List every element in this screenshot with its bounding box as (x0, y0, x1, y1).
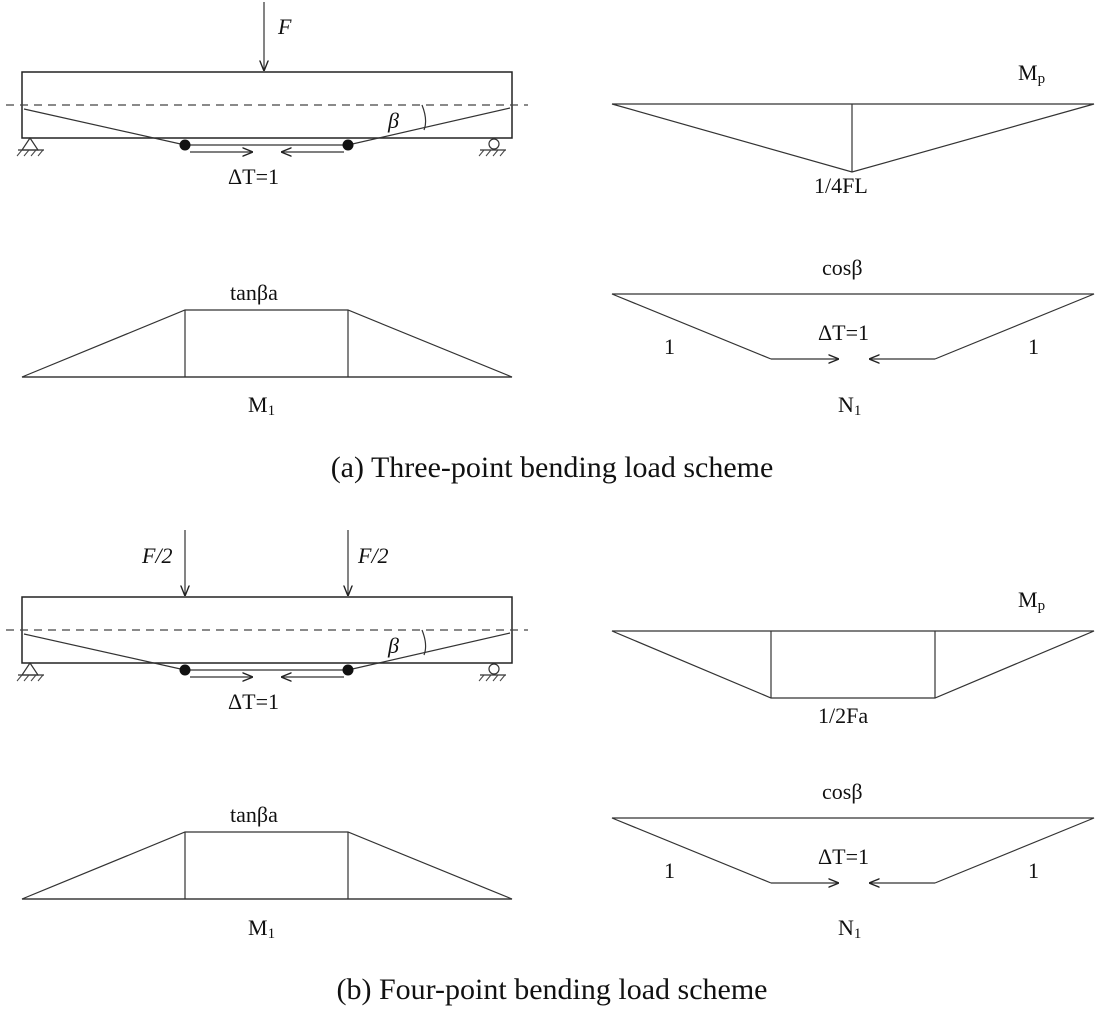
beam-b-angle-arc (421, 629, 427, 656)
m1-diagram-b-title: M1 (248, 915, 275, 942)
mp-diagram-b: Mp 1/2Fa (611, 587, 1095, 728)
m1-diagram-a-shape (21, 309, 513, 378)
panel-a: F β ΔT=1 Mp 1/4FL tanβa M1 cosβ 1 1 (6, 2, 1095, 484)
beam-b-anchor-left (179, 664, 191, 676)
m1-diagram-b: tanβa M1 (21, 802, 513, 942)
n1-diagram-a-right-label: 1 (1028, 334, 1039, 359)
beam-b: F/2 F/2 β ΔT=1 (6, 530, 528, 714)
mp-diagram-a-value: 1/4FL (814, 173, 868, 198)
mp-diagram-a-shape (611, 103, 1095, 173)
n1-diagram-b-title: N1 (838, 915, 861, 942)
mp-diagram-b-title: Mp (1018, 587, 1045, 614)
caption-b: (b) Four-point bending load scheme (337, 973, 768, 1006)
n1-diagram-b: cosβ 1 1 ΔT=1 N1 (611, 779, 1095, 942)
beam-a-angle-label: β (387, 108, 399, 133)
n1-diagram-a-top-label: cosβ (822, 255, 863, 280)
n1-diagram-b-right-label: 1 (1028, 858, 1039, 883)
n1-diagram-a-force-label: ΔT=1 (818, 320, 869, 345)
beam-a-roller-support (478, 138, 506, 157)
beam-a-pin-support (16, 136, 44, 157)
beam-b-angle-label: β (387, 633, 399, 658)
n1-diagram-b-shape (611, 817, 1095, 884)
n1-diagram-b-top-label: cosβ (822, 779, 863, 804)
m1-diagram-a-top-label: tanβa (230, 280, 278, 305)
m1-diagram-b-top-label: tanβa (230, 802, 278, 827)
panel-b: F/2 F/2 β ΔT=1 Mp 1/2Fa tanβa M1 c (6, 530, 1095, 1006)
m1-diagram-a: tanβa M1 (21, 280, 513, 419)
beam-b-roller-support (478, 663, 506, 682)
mp-diagram-a-title: Mp (1018, 60, 1045, 87)
beam-a-tendon (23, 107, 511, 146)
beam-b-load-left-label: F/2 (141, 543, 173, 568)
mp-diagram-a: Mp 1/4FL (611, 60, 1095, 198)
n1-diagram-b-left-label: 1 (664, 858, 675, 883)
mp-diagram-b-shape (611, 630, 1095, 699)
n1-diagram-a-left-label: 1 (664, 334, 675, 359)
n1-diagram-b-force-label: ΔT=1 (818, 844, 869, 869)
beam-b-pin-support (16, 661, 44, 682)
beam-a-load-label: F (277, 14, 292, 39)
beam-a: F β ΔT=1 (6, 2, 528, 189)
beam-a-anchor-left (179, 139, 191, 151)
beam-b-load-right-label: F/2 (357, 543, 389, 568)
n1-diagram-a: cosβ 1 1 ΔT=1 N1 (611, 255, 1095, 419)
beam-a-anchor-right (342, 139, 354, 151)
beam-a-tendon-force-label: ΔT=1 (228, 164, 279, 189)
m1-diagram-b-shape (21, 831, 513, 900)
mp-diagram-b-value: 1/2Fa (818, 703, 868, 728)
n1-diagram-a-title: N1 (838, 392, 861, 419)
beam-b-anchor-right (342, 664, 354, 676)
beam-b-tendon (23, 632, 511, 671)
beam-a-angle-arc (421, 104, 427, 131)
n1-diagram-a-shape (611, 293, 1095, 360)
caption-a: (a) Three-point bending load scheme (331, 451, 774, 484)
m1-diagram-a-title: M1 (248, 392, 275, 419)
beam-b-tendon-force-label: ΔT=1 (228, 689, 279, 714)
